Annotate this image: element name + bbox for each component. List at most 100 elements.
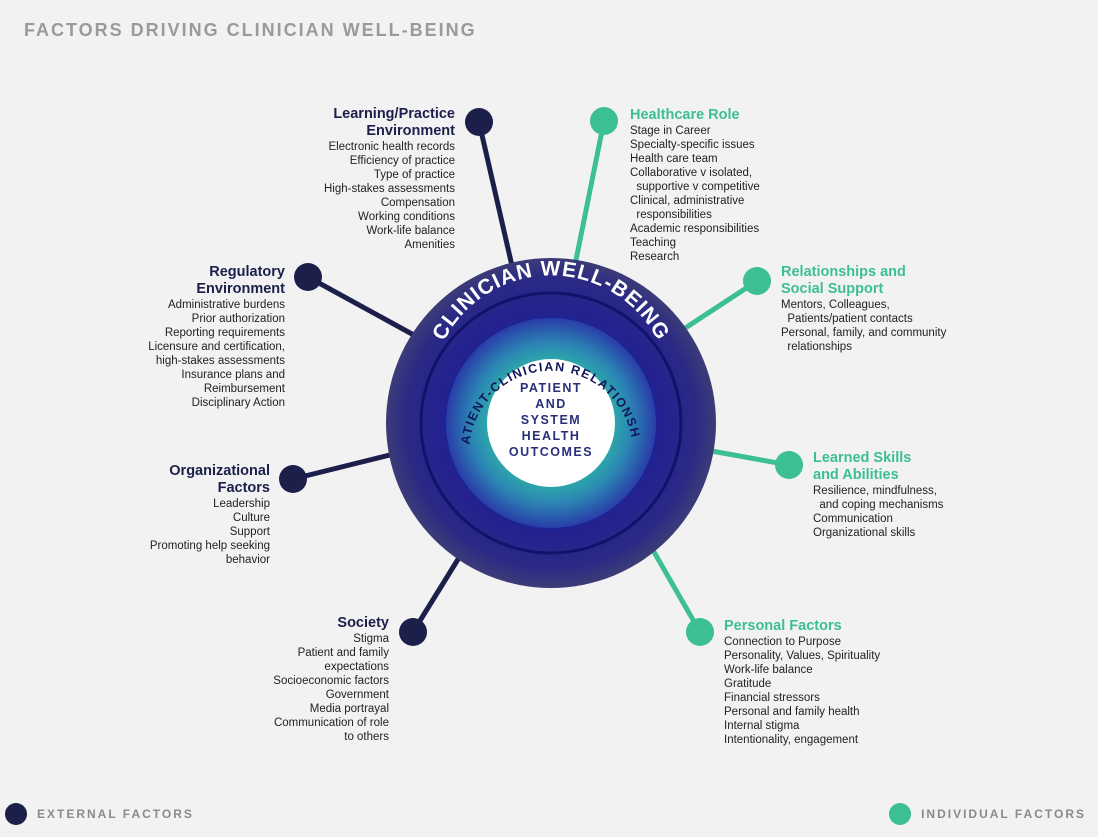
factor-item: High-stakes assessments [323, 183, 455, 195]
factor-item: relationships [781, 341, 852, 353]
connector-regulatory [306, 274, 434, 348]
node-organizational [279, 465, 307, 493]
factor-item: Electronic health records [328, 141, 455, 153]
factor-heading: Healthcare Role [630, 107, 740, 123]
legend-individual: INDIVIDUAL FACTORS [889, 803, 1086, 825]
factor-heading: Society [337, 615, 389, 631]
legend-external-label: EXTERNAL FACTORS [37, 807, 194, 821]
factor-item: Research [630, 251, 680, 263]
legend-external: EXTERNAL FACTORS [5, 803, 194, 825]
inner-circle-label: PATIENT AND SYSTEM HEALTH OUTCOMES [509, 381, 593, 459]
factor-item: Support [229, 526, 270, 538]
factor-item: supportive v competitive [630, 181, 760, 193]
svg-text:SYSTEM: SYSTEM [521, 413, 581, 427]
factor-item: Mentors, Colleagues, [781, 299, 890, 311]
factor-item: Organizational skills [813, 527, 916, 539]
factor-item: Working conditions [358, 211, 455, 223]
factor-item: behavior [225, 554, 270, 566]
factor-item: Socioeconomic factors [273, 675, 389, 687]
factor-item: Leadership [213, 498, 270, 510]
factor-item: Compensation [380, 197, 455, 209]
factor-item: Personal and family health [724, 706, 860, 718]
factor-item: Connection to Purpose [724, 636, 841, 648]
middle-circle-edge [444, 316, 658, 530]
factor-item: Financial stressors [724, 692, 820, 704]
factor-item: Work-life balance [366, 225, 455, 237]
factor-personal: Personal Factors Connection to Purpose P… [724, 618, 880, 747]
factor-item: Reimbursement [203, 383, 285, 395]
factor-item: Promoting help seeking [149, 540, 270, 552]
factor-item: Amenities [404, 239, 456, 251]
factor-item: Media portrayal [309, 703, 389, 715]
individual-dot-icon [889, 803, 912, 825]
factor-item: Stage in Career [630, 125, 711, 137]
factor-item: Reporting requirements [164, 327, 285, 339]
middle-ring-border [419, 291, 683, 555]
factor-item: Gratitude [724, 678, 772, 690]
node-learned-skills [775, 451, 803, 479]
factor-society: Society Stigma Patient and family expect… [273, 615, 389, 744]
factor-item: high-stakes assessments [155, 355, 285, 367]
node-healthcare-role [590, 107, 618, 135]
factor-item: Type of practice [373, 169, 455, 181]
factor-item: Insurance plans and [181, 369, 285, 381]
node-learning [465, 108, 493, 136]
factor-item: Collaborative v isolated, [630, 167, 753, 179]
node-relationships [743, 267, 771, 295]
factor-item: Health care team [630, 153, 718, 165]
legend-individual-label: INDIVIDUAL FACTORS [921, 807, 1086, 821]
svg-text:OUTCOMES: OUTCOMES [509, 445, 593, 459]
factor-item: Efficiency of practice [349, 155, 455, 167]
factor-item: expectations [324, 661, 389, 673]
node-regulatory [294, 263, 322, 291]
node-dots [279, 107, 803, 646]
factor-item: Prior authorization [191, 313, 285, 325]
factor-item: Communication [813, 513, 893, 525]
factor-item: Culture [232, 512, 270, 524]
factor-item: and coping mechanisms [813, 499, 944, 511]
factor-item: Work-life balance [724, 664, 813, 676]
factor-item: Administrative burdens [168, 299, 285, 311]
factor-heading: Personal Factors [724, 618, 842, 634]
node-personal [686, 618, 714, 646]
factor-item: Specialty-specific issues [630, 139, 755, 151]
factor-item: Patient and family [297, 647, 389, 659]
factor-item: Personality, Values, Spirituality [724, 650, 881, 662]
factor-item: Personal, family, and community [781, 327, 947, 339]
connector-healthcare-role [572, 120, 607, 266]
factor-item: responsibilities [630, 209, 712, 221]
inner-circle [487, 359, 615, 487]
factor-item: Intentionality, engagement [724, 734, 859, 746]
factor-item: Stigma [353, 633, 389, 645]
factor-item: to others [344, 731, 389, 743]
factor-item: Academic responsibilities [630, 223, 760, 235]
factor-healthcare-role: Healthcare Role Stage in Career Specialt… [630, 107, 760, 264]
svg-text:AND: AND [535, 397, 567, 411]
page-title: FACTORS DRIVING CLINICIAN WELL-BEING [24, 20, 477, 40]
factor-item: Clinical, administrative [630, 195, 745, 207]
factor-item: Government [325, 689, 389, 701]
factor-item: Disciplinary Action [191, 397, 285, 409]
factor-item: Teaching [630, 237, 677, 249]
node-society [399, 618, 427, 646]
factor-item: Resilience, mindfulness, [813, 485, 938, 497]
svg-text:PATIENT: PATIENT [520, 381, 582, 395]
external-dot-icon [5, 803, 27, 825]
svg-text:HEALTH: HEALTH [522, 429, 581, 443]
factor-item: Licensure and certification, [148, 341, 285, 353]
factor-item: Patients/patient contacts [781, 313, 913, 325]
factor-item: Communication of role [273, 717, 389, 729]
connector-personal [647, 543, 703, 634]
factor-item: Internal stigma [724, 720, 800, 732]
